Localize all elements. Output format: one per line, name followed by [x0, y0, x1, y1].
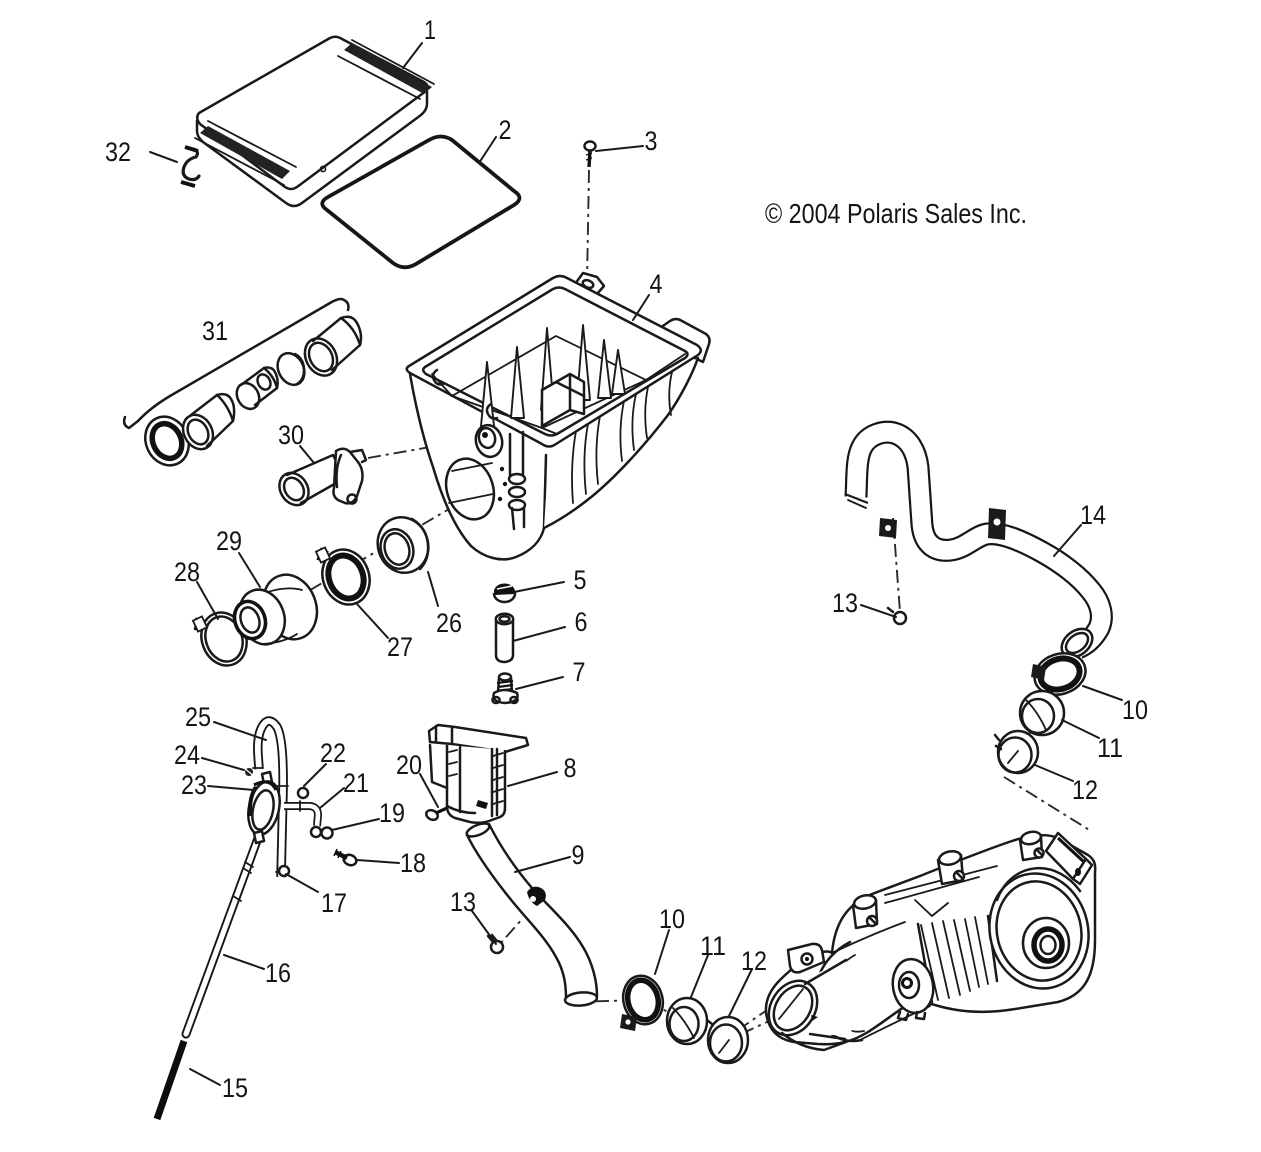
svg-text:18: 18	[400, 848, 426, 878]
svg-text:10: 10	[1122, 695, 1148, 725]
svg-text:27: 27	[387, 632, 413, 662]
svg-text:32: 32	[105, 137, 131, 167]
svg-text:21: 21	[343, 768, 369, 798]
svg-text:4: 4	[650, 269, 663, 299]
svg-text:30: 30	[278, 420, 304, 450]
svg-text:12: 12	[1072, 775, 1098, 805]
svg-text:12: 12	[741, 946, 767, 976]
svg-text:11: 11	[1097, 733, 1123, 763]
svg-text:31: 31	[202, 316, 228, 346]
svg-text:17: 17	[321, 888, 347, 918]
svg-text:20: 20	[396, 750, 422, 780]
svg-text:26: 26	[436, 608, 462, 638]
svg-text:13: 13	[450, 887, 476, 917]
svg-text:6: 6	[575, 607, 588, 637]
svg-text:1: 1	[424, 15, 436, 45]
svg-text:24: 24	[174, 740, 200, 770]
svg-text:23: 23	[181, 770, 207, 800]
svg-text:8: 8	[564, 753, 577, 783]
svg-text:28: 28	[174, 557, 200, 587]
svg-text:19: 19	[379, 798, 405, 828]
svg-text:9: 9	[572, 840, 585, 870]
svg-text:13: 13	[832, 588, 858, 618]
svg-text:2: 2	[499, 115, 512, 145]
svg-text:15: 15	[222, 1073, 248, 1103]
svg-text:7: 7	[573, 657, 586, 687]
svg-text:10: 10	[659, 904, 685, 934]
svg-text:3: 3	[645, 126, 658, 156]
svg-text:22: 22	[320, 738, 346, 768]
svg-text:25: 25	[185, 702, 211, 732]
svg-text:© 2004 Polaris Sales Inc.: © 2004 Polaris Sales Inc.	[765, 198, 1027, 229]
svg-text:29: 29	[216, 526, 242, 556]
svg-text:16: 16	[265, 958, 291, 988]
svg-text:11: 11	[700, 931, 726, 961]
svg-text:5: 5	[574, 565, 587, 595]
svg-text:14: 14	[1080, 500, 1106, 530]
